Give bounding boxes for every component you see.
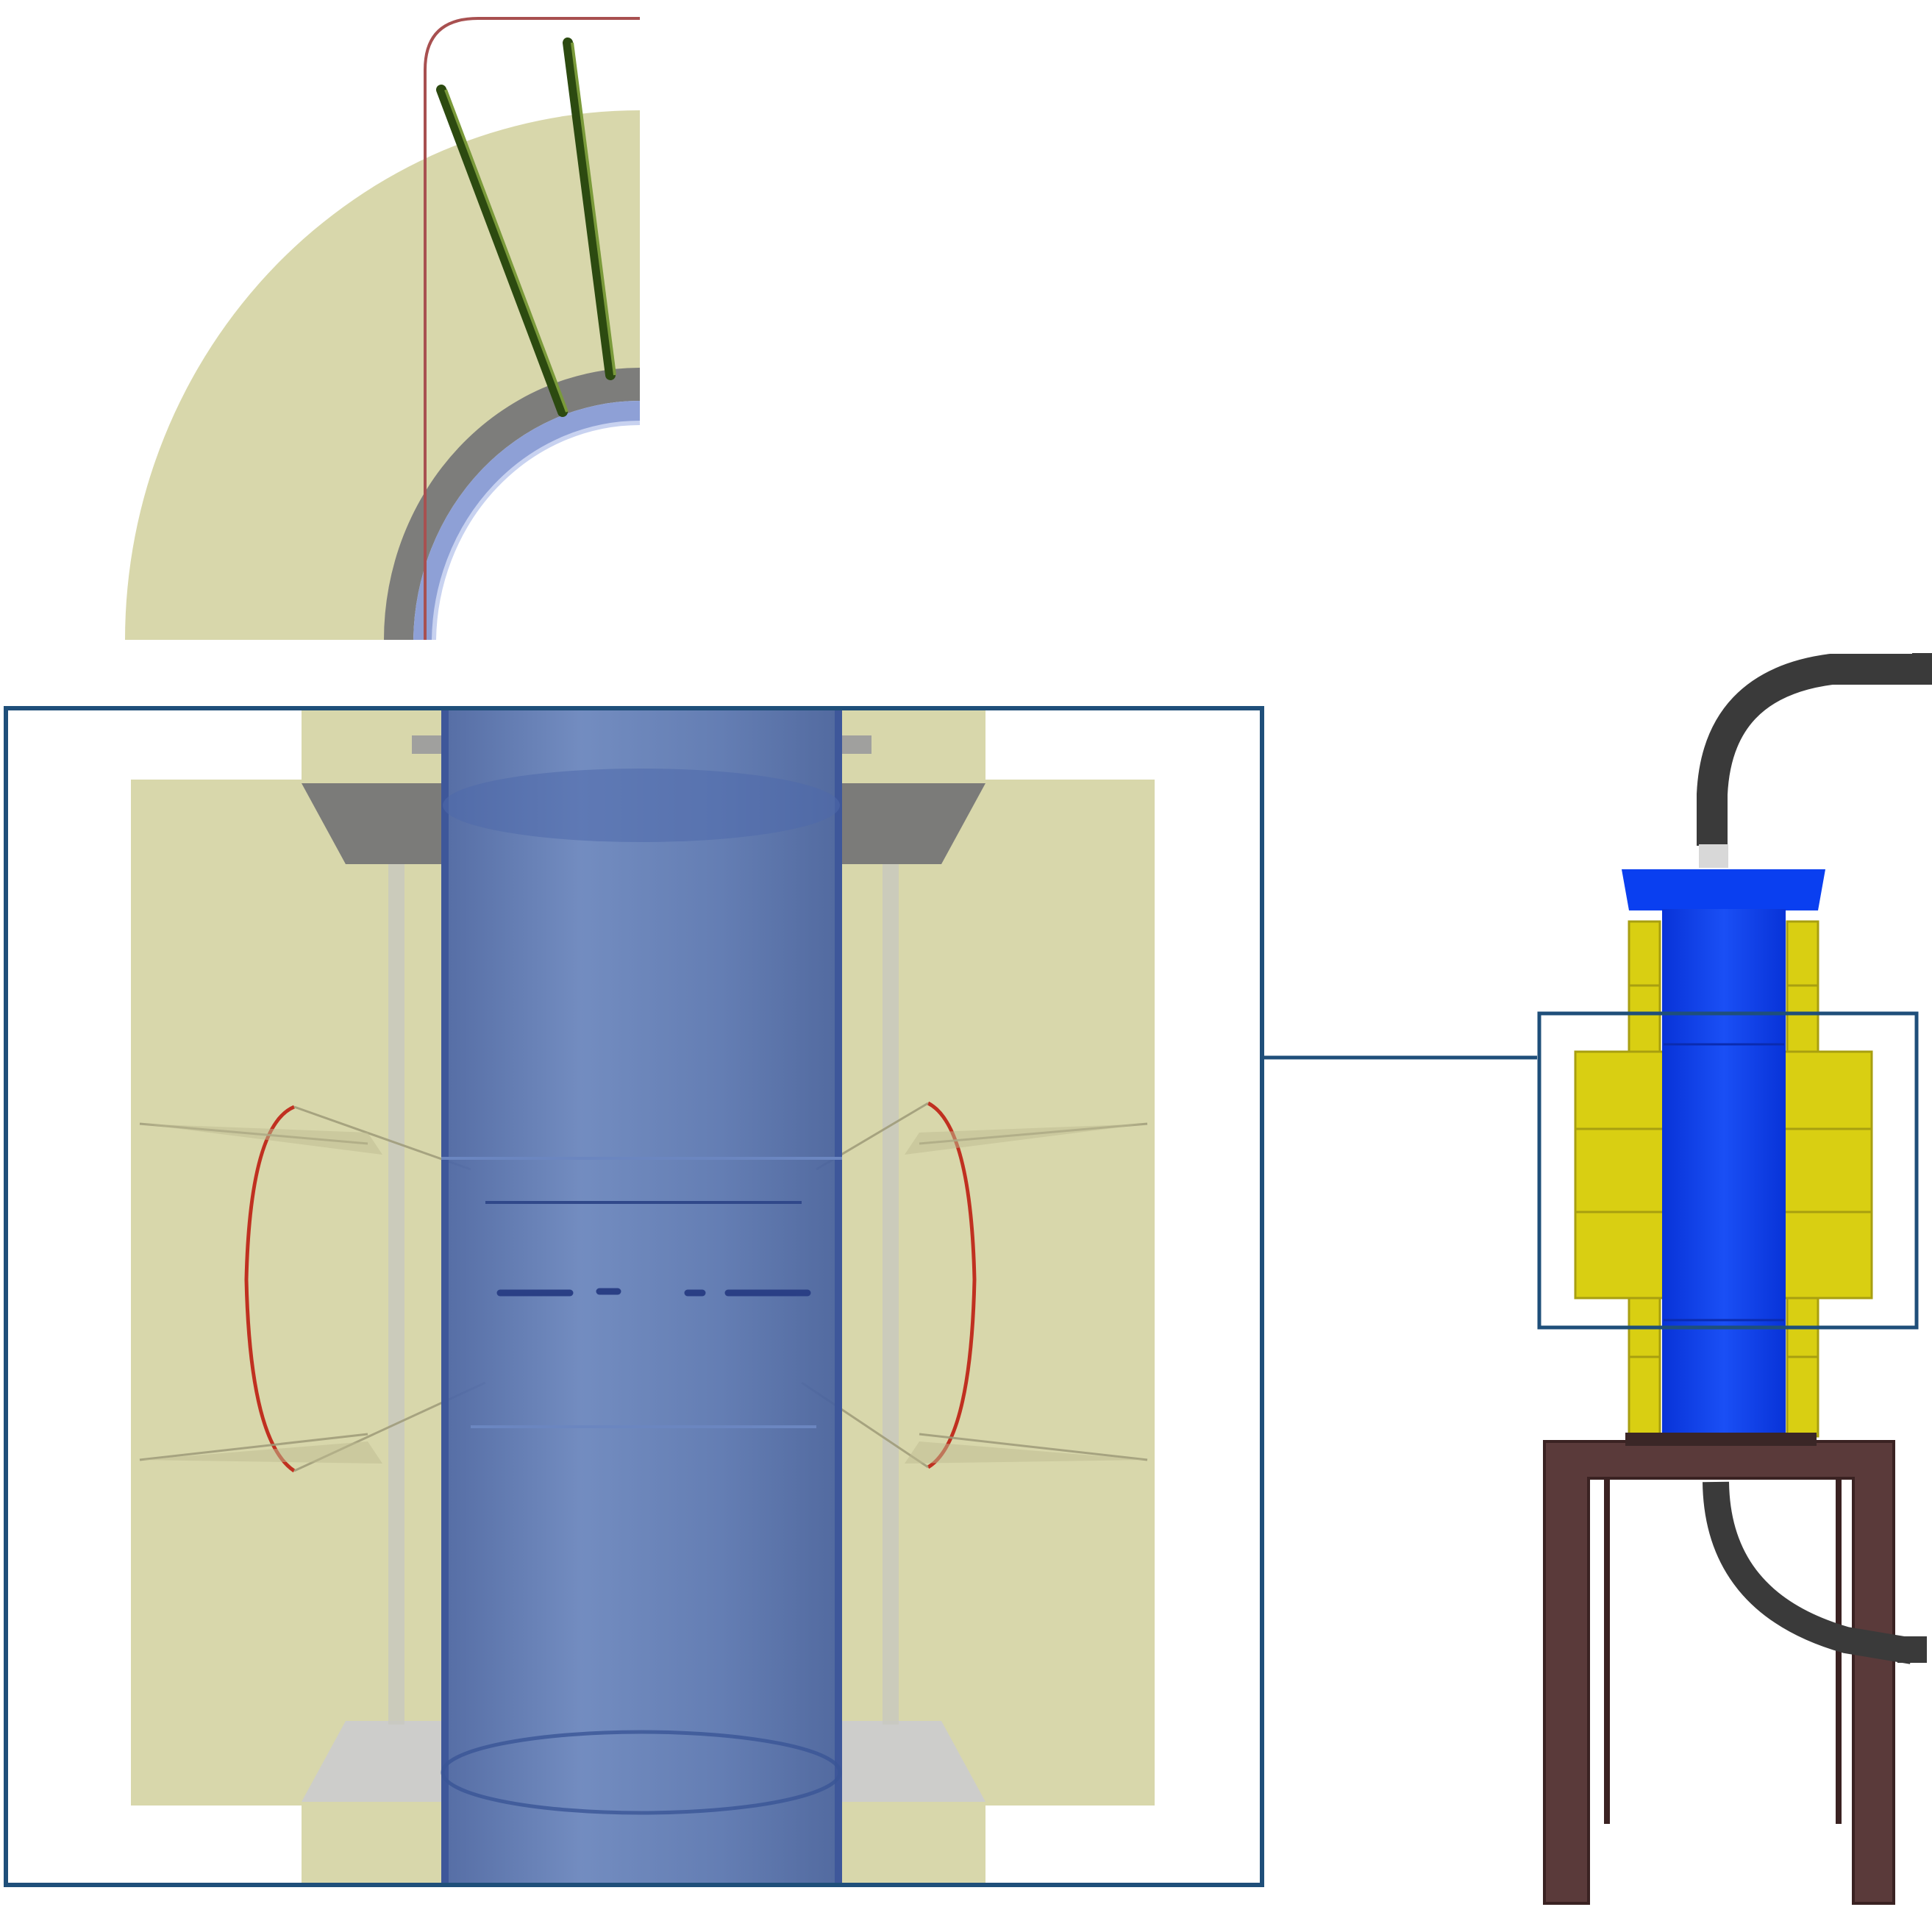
thermocouple-rod-left-highlight [444, 89, 568, 413]
stand [1543, 1440, 1895, 1905]
thermocouple-rod-right [563, 38, 616, 380]
tube-inner-edge [432, 421, 641, 641]
hose-bottom [1703, 1481, 1914, 1664]
coil-shadow-left-top [140, 1124, 382, 1155]
thermocouple-rod-left [436, 85, 568, 417]
top-cross-section [125, 17, 641, 641]
sleeve-right [883, 864, 899, 1725]
top-support-cap-left [412, 735, 445, 754]
detail-frame [4, 706, 1264, 1887]
heater-block-joints [1575, 1127, 1872, 1213]
top-support-cap-right [838, 735, 871, 754]
bottom-support-right [838, 1721, 985, 1802]
thermocouple-rod-right-highlight [571, 42, 616, 376]
sample-marks [496, 1288, 811, 1297]
hose-fitting-top [1699, 844, 1728, 868]
insulation-quarter-ring [125, 110, 640, 640]
hose-top-end [1912, 653, 1932, 684]
zoom-box [1537, 1011, 1919, 1330]
reactor-tube-edge-right [835, 710, 842, 1883]
coil-column-joints [1629, 984, 1818, 1358]
hose-bottom-fitting [1897, 1636, 1927, 1663]
stand-top-bar [1625, 1433, 1817, 1446]
bottom-support-left [302, 1721, 445, 1802]
furnace-tube [1662, 909, 1786, 1433]
heater-block-right [1782, 1050, 1873, 1300]
thermocouple-wire [424, 17, 640, 640]
hose-top [1697, 654, 1932, 846]
tube-top-ellipse [443, 769, 840, 842]
top-support-left [302, 783, 445, 864]
reactor-tube-edge-left [441, 710, 449, 1883]
coil-shadow-left-bottom [140, 1441, 382, 1464]
heater-block-left [1574, 1050, 1665, 1300]
tube-bottom-ellipse [441, 1730, 842, 1815]
ceramic-ring [384, 368, 640, 640]
top-cap [1622, 869, 1825, 910]
top-support-right [838, 783, 985, 864]
detail-view [4, 706, 1264, 1887]
coil-shadow-right-bottom [905, 1441, 1147, 1464]
tube-wall-section [413, 401, 640, 640]
coil-shadow-right-top [905, 1124, 1147, 1155]
furnace-apparatus [1537, 653, 1932, 1905]
sleeve-left [388, 864, 404, 1725]
